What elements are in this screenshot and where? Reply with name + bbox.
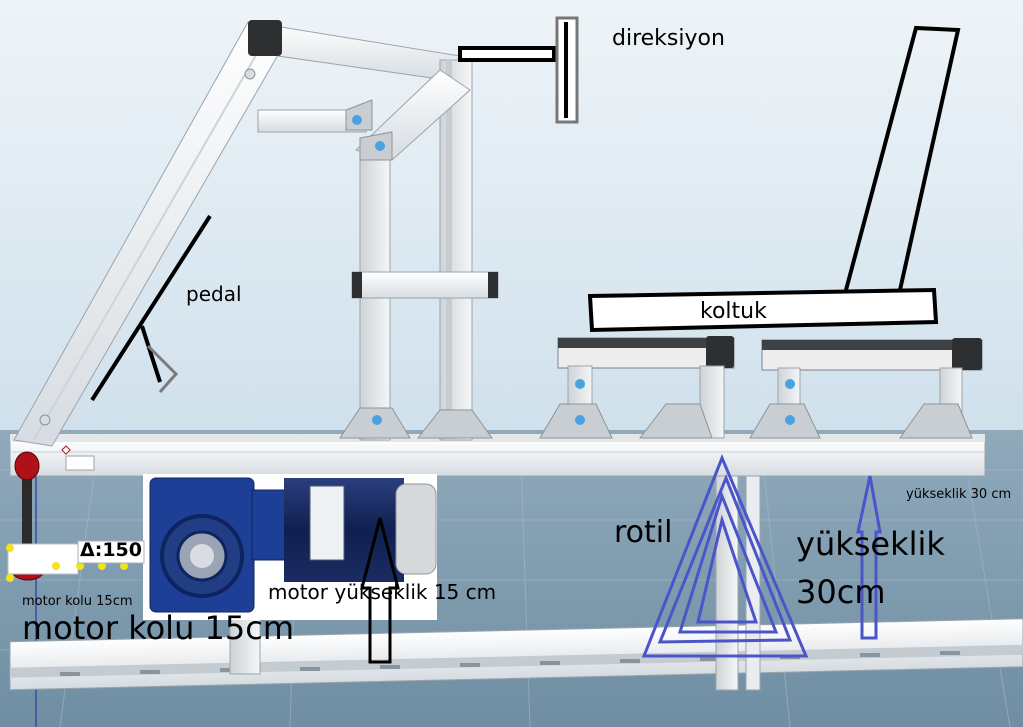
label-yukseklik-large-value: 30cm [796,573,886,611]
height-arrow [856,475,882,640]
label-yukseklik-small: yükseklik 30 cm [906,487,1012,502]
top-frame-bar [248,20,461,83]
rotil-sketch [641,454,809,658]
seat-frame-right [749,338,983,439]
label-pedal: pedal [186,282,242,306]
pedal-sketch [90,214,212,402]
motor-lever [6,451,145,582]
steering-column [439,59,473,441]
seat-frame-left [539,336,735,439]
motor-image [143,474,437,620]
label-motor-kolu-small: motor kolu 15cm [22,594,133,609]
label-yukseklik-large: yükseklik [796,525,945,563]
seat-sketch [587,25,961,333]
main-frame-bar [9,434,986,477]
label-koltuk: koltuk [700,299,767,324]
delta-colon: : [94,539,103,561]
dimension-readout: Δ:150 [80,541,142,560]
delta-value: 150 [102,539,142,561]
label-rotil: rotil [614,515,673,550]
motor-height-arrow [360,517,400,664]
label-direksiyon: direksiyon [612,26,725,51]
steering-wheel-sketch [458,16,579,124]
label-motor-kolu-large: motor kolu 15cm [22,609,294,647]
top-corner-cap [248,20,282,56]
inner-structure [257,69,499,441]
marker-diamond [61,445,71,455]
delta-symbol: Δ [80,539,95,561]
label-motor-yukseklik: motor yükseklik 15 cm [268,580,497,604]
